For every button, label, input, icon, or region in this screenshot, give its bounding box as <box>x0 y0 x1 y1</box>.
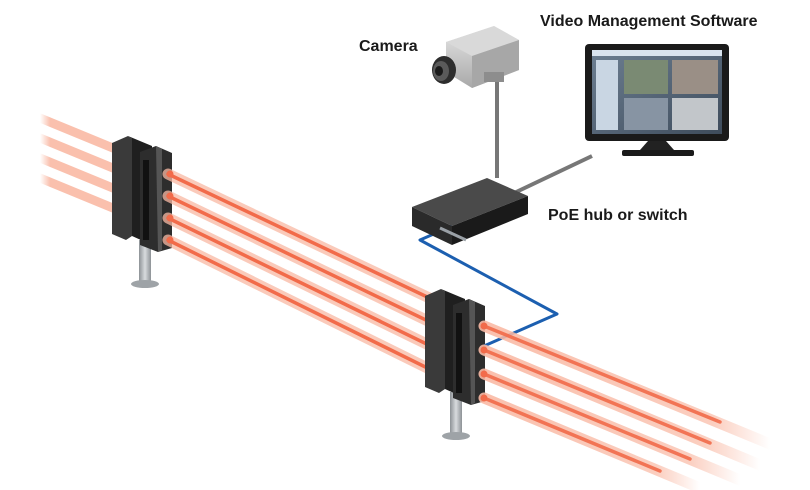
beam-left-4 <box>35 173 130 218</box>
beam-left-3 <box>35 153 130 198</box>
beams-right <box>478 320 776 490</box>
camera-label: Camera <box>359 38 418 55</box>
beam-left-2 <box>35 133 130 178</box>
poe-switch-label: PoE hub or switch <box>548 207 688 224</box>
left-tower-emitters <box>166 170 174 244</box>
vms-label: Video Management Software <box>540 13 758 30</box>
right-post-base <box>442 432 470 440</box>
beams-left <box>35 113 130 218</box>
monitor-cable <box>511 154 593 196</box>
right-post <box>450 392 462 436</box>
network-switch-icon <box>412 178 528 245</box>
monitor-icon <box>585 44 729 156</box>
camera-icon <box>432 26 519 88</box>
left-post-base <box>131 280 159 288</box>
beam-left-1 <box>35 113 130 158</box>
left-post <box>139 240 151 284</box>
beam-tower-icon <box>425 289 485 405</box>
right-tower-emitters <box>480 322 488 402</box>
